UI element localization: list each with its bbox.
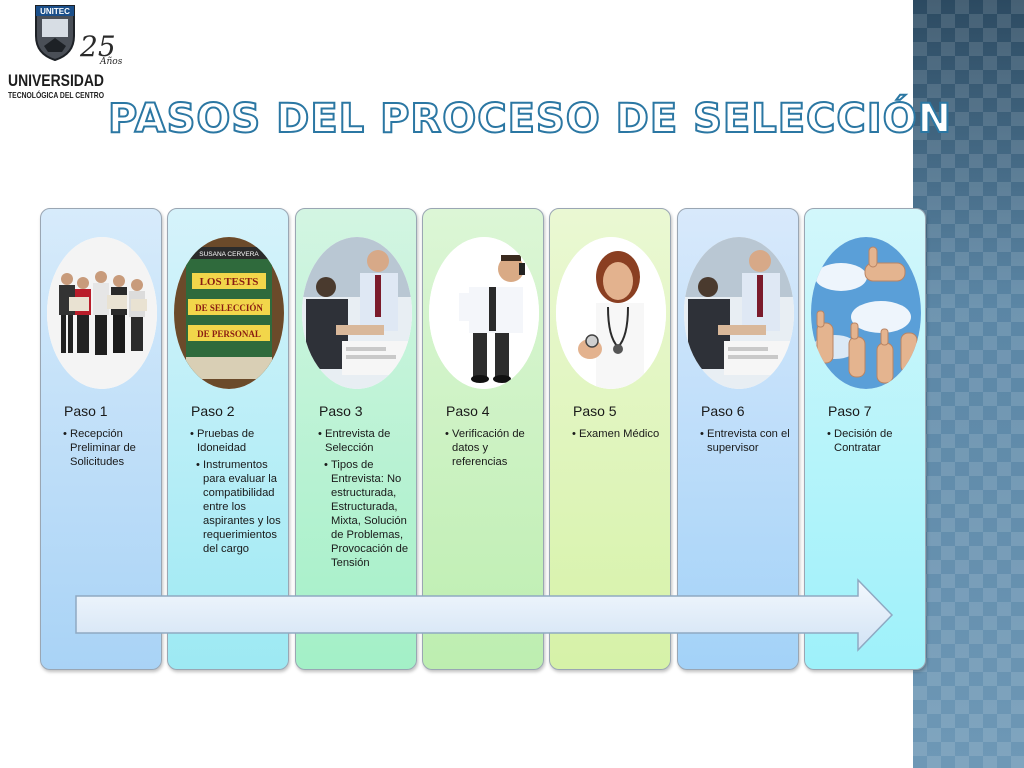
step-2-photo: SUSANA CERVERA LOS TESTS DE SELECCIÓN DE…: [174, 237, 284, 389]
step-3-label: Paso 3: [319, 403, 363, 419]
step-3-subitem: Tipos de Entrevista: No estructurada, Es…: [324, 458, 410, 570]
step-card-7: Paso 7 Decisión de Contratar: [804, 208, 926, 670]
step-card-5: Paso 5 Examen Médico: [549, 208, 671, 670]
step-7-items: Decisión de Contratar: [827, 427, 919, 455]
book-author: SUSANA CERVERA: [199, 251, 259, 258]
book-title-2: DE SELECCIÓN: [195, 303, 263, 313]
step-card-1: Paso 1 Recepción Preliminar de Solicitud…: [40, 208, 162, 670]
step-1-label: Paso 1: [64, 403, 108, 419]
decorative-side-band: [913, 0, 1024, 768]
step-1-item: Recepción Preliminar de Solicitudes: [63, 427, 155, 469]
step-card-3: Paso 3 Entrevista de Selección Tipos de …: [295, 208, 417, 670]
logo-name: UNIVERSIDAD: [8, 71, 104, 90]
step-6-items: Entrevista con el supervisor: [700, 427, 792, 455]
university-logo: UNITEC 25 Años UNIVERSIDAD TECNOLÓGICA D…: [6, 4, 136, 104]
step-2-items: Pruebas de Idoneidad Instrumentos para e…: [190, 427, 282, 556]
step-card-4: Paso 4 Verificación de datos y referenci…: [422, 208, 544, 670]
step-2-label: Paso 2: [191, 403, 235, 419]
logo-top-text: UNITEC: [40, 7, 70, 16]
step-1-items: Recepción Preliminar de Solicitudes: [63, 427, 155, 469]
step-2-subitem: Instrumentos para evaluar la compatibili…: [196, 458, 282, 556]
step-4-items: Verificación de datos y referencias: [445, 427, 537, 469]
step-3-item: Entrevista de Selección: [318, 427, 410, 455]
logo-anniversary-number: 25: [79, 30, 116, 63]
step-3-items: Entrevista de Selección Tipos de Entrevi…: [318, 427, 410, 570]
step-4-item: Verificación de datos y referencias: [445, 427, 537, 469]
step-7-item: Decisión de Contratar: [827, 427, 919, 455]
logo-subtitle: TECNOLÓGICA DEL CENTRO: [8, 89, 104, 100]
step-1-photo: [47, 237, 157, 389]
step-5-items: Examen Médico: [572, 427, 664, 441]
step-4-label: Paso 4: [446, 403, 490, 419]
step-6-label: Paso 6: [701, 403, 745, 419]
book-title-3: DE PERSONAL: [197, 329, 261, 339]
step-4-photo: [429, 237, 539, 389]
step-3-photo: [302, 237, 412, 389]
page-title: Pasos del Proceso de Selección: [107, 95, 953, 143]
step-5-item: Examen Médico: [572, 427, 664, 441]
process-arrow: [75, 578, 894, 652]
step-2-item: Pruebas de Idoneidad: [190, 427, 282, 455]
step-5-photo: [556, 237, 666, 389]
step-card-2: SUSANA CERVERA LOS TESTS DE SELECCIÓN DE…: [167, 208, 289, 670]
step-7-label: Paso 7: [828, 403, 872, 419]
step-card-6: Paso 6 Entrevista con el supervisor: [677, 208, 799, 670]
logo-anniversary-word: Años: [99, 57, 123, 67]
step-6-item: Entrevista con el supervisor: [700, 427, 792, 455]
step-5-label: Paso 5: [573, 403, 617, 419]
step-7-photo: [811, 237, 921, 389]
step-6-photo: [684, 237, 794, 389]
book-title-1: LOS TESTS: [200, 276, 259, 288]
